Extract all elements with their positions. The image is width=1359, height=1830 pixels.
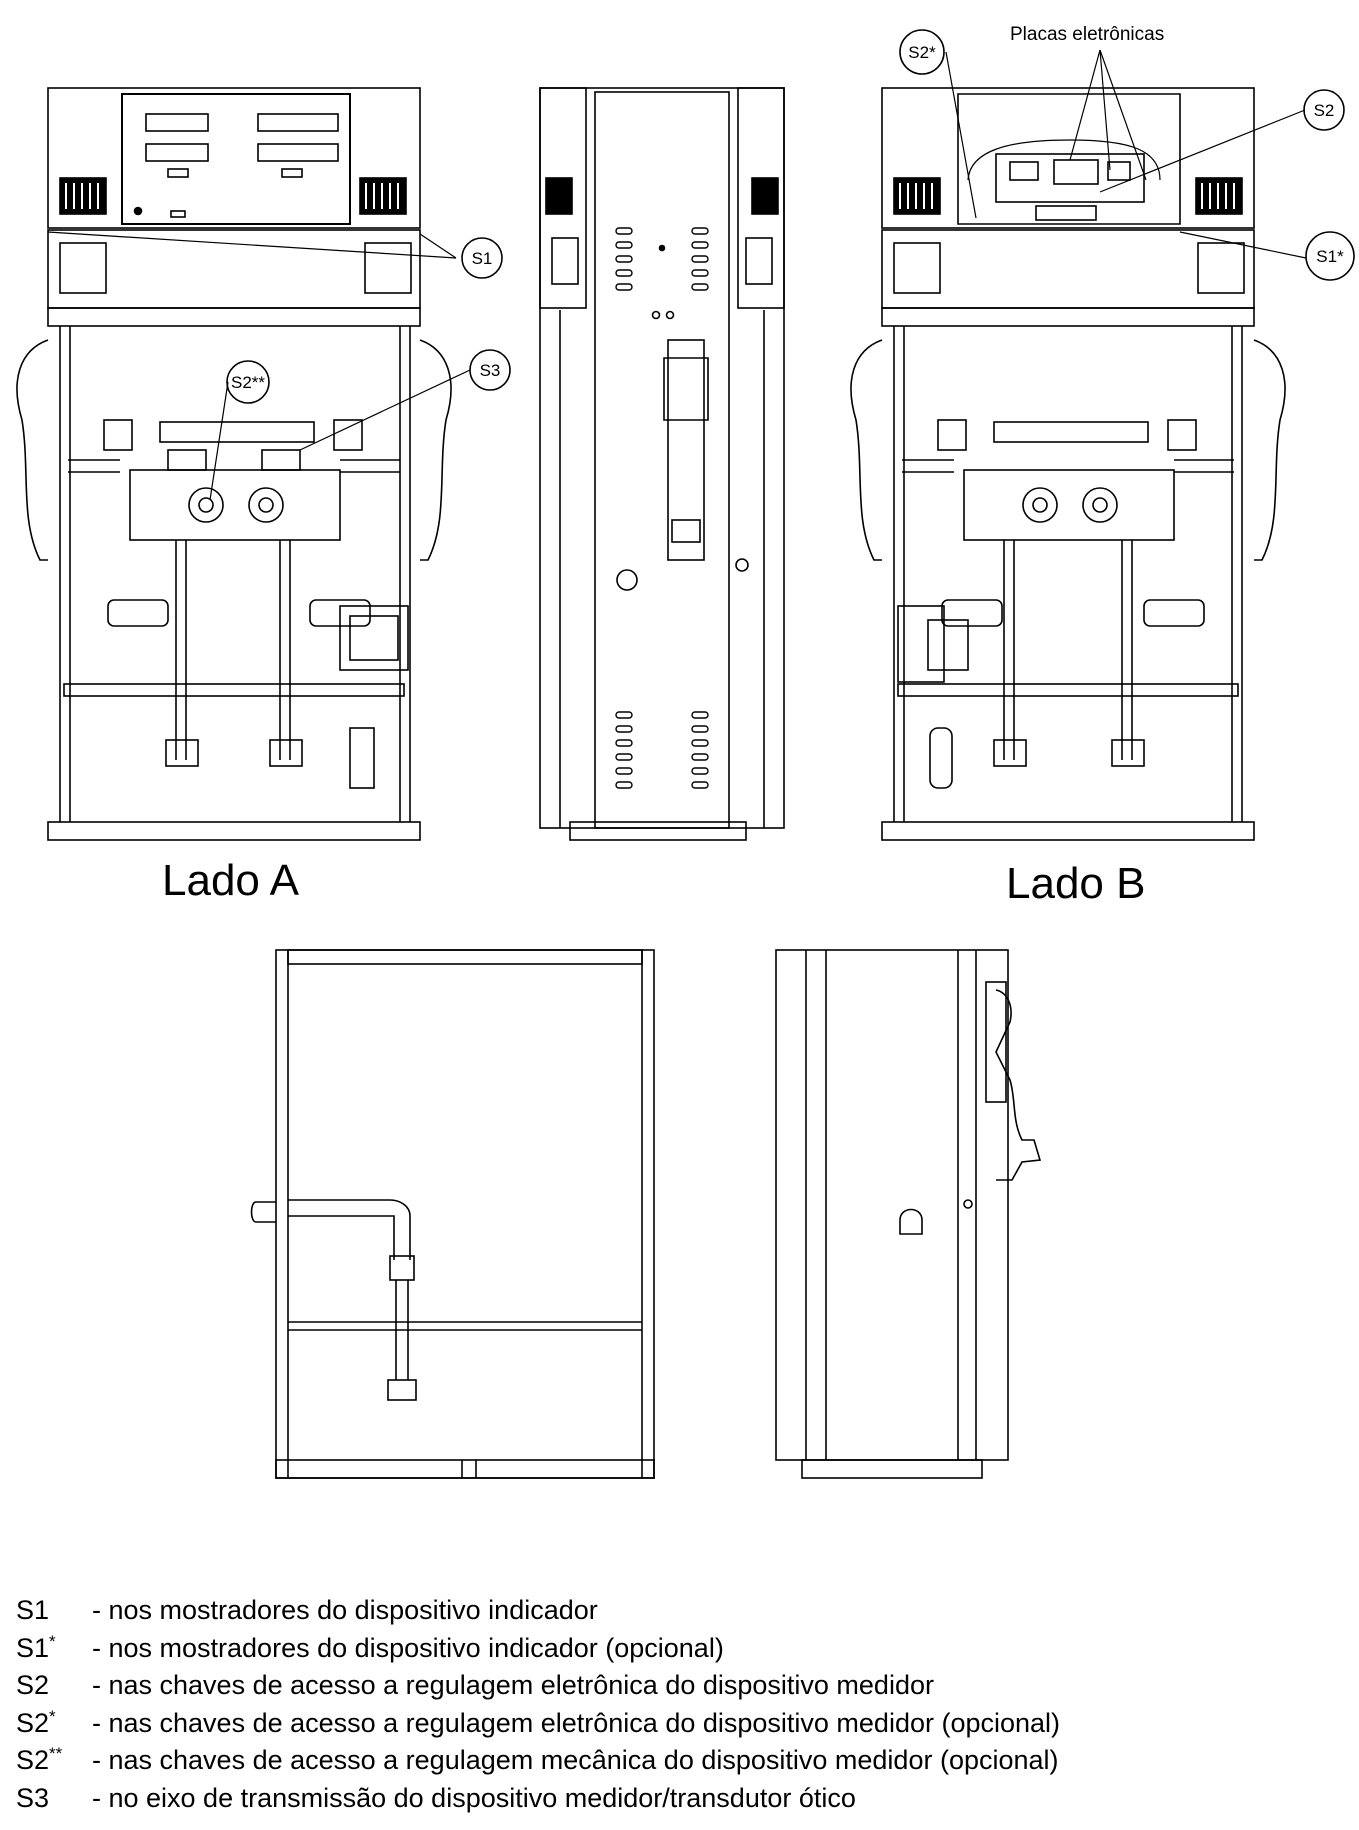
seal-location-legend: S1 - nos mostradores do dispositivo indic… [16, 1585, 1346, 1813]
legend-row: S1 - nos mostradores do dispositivo indic… [16, 1585, 1346, 1625]
callout-s1-label: S1 [472, 249, 493, 268]
cabinet-front-view [250, 949, 655, 1479]
side-a-label: Lado A [162, 856, 300, 905]
side-b-label: Lado B [1006, 859, 1145, 908]
callout-s2-label: S2 [1314, 101, 1335, 120]
callout-s3-label: S3 [480, 361, 501, 380]
pump-side-view [539, 87, 785, 841]
legend-row: S2** - nas chaves de acesso a regulagem m… [16, 1735, 1346, 1775]
callout-s1-star: S1* [1179, 231, 1355, 281]
legend-code: S2* [16, 1706, 56, 1738]
callout-s2-star-label: S2* [908, 43, 936, 62]
callout-s2-star: S2* [899, 29, 977, 219]
legend-row: S3 - no eixo de transmissão do dispositiv… [16, 1773, 1346, 1813]
legend-text: - nas chaves de acesso a regulagem eletr… [92, 1707, 1061, 1738]
cabinet-side-view [775, 949, 1042, 1479]
legend-text: - nos mostradores do dispositivo indicad… [92, 1595, 598, 1625]
legend-text: - nas chaves de acesso a regulagem eletr… [92, 1670, 934, 1700]
legend-code: S2 [16, 1670, 50, 1700]
callout-s2-double-star: S2** [209, 360, 270, 501]
callout-s1-star-label: S1* [1316, 247, 1344, 266]
legend-code: S1 [16, 1595, 50, 1625]
callout-s2: S2 [1099, 89, 1345, 193]
pump-front-view-side-b [850, 87, 1286, 841]
legend-code: S2** [16, 1744, 63, 1775]
callout-s1: S1 [47, 231, 503, 279]
legend-text: - no eixo de transmissão do dispositivo … [92, 1782, 856, 1813]
legend-row: S2 - nas chaves de acesso a regulagem ele… [16, 1660, 1346, 1700]
legend-code: S1* [16, 1631, 56, 1663]
legend-row: S2* - nas chaves de acesso a regulagem el… [16, 1698, 1346, 1738]
legend-code: S3 [16, 1782, 50, 1813]
callout-s2-double-star-label: S2** [231, 373, 265, 392]
electronic-boards-note: Placas eletrônicas [1010, 24, 1164, 181]
legend-text: - nos mostradores do dispositivo indicad… [92, 1632, 724, 1663]
legend-text: - nas chaves de acesso a regulagem mecân… [92, 1745, 1059, 1775]
pump-front-view-side-a [16, 87, 452, 841]
legend-row: S1* - nos mostradores do dispositivo indi… [16, 1623, 1346, 1663]
callout-s3: S3 [299, 349, 511, 451]
electronic-boards-label: Placas eletrônicas [1010, 24, 1164, 45]
